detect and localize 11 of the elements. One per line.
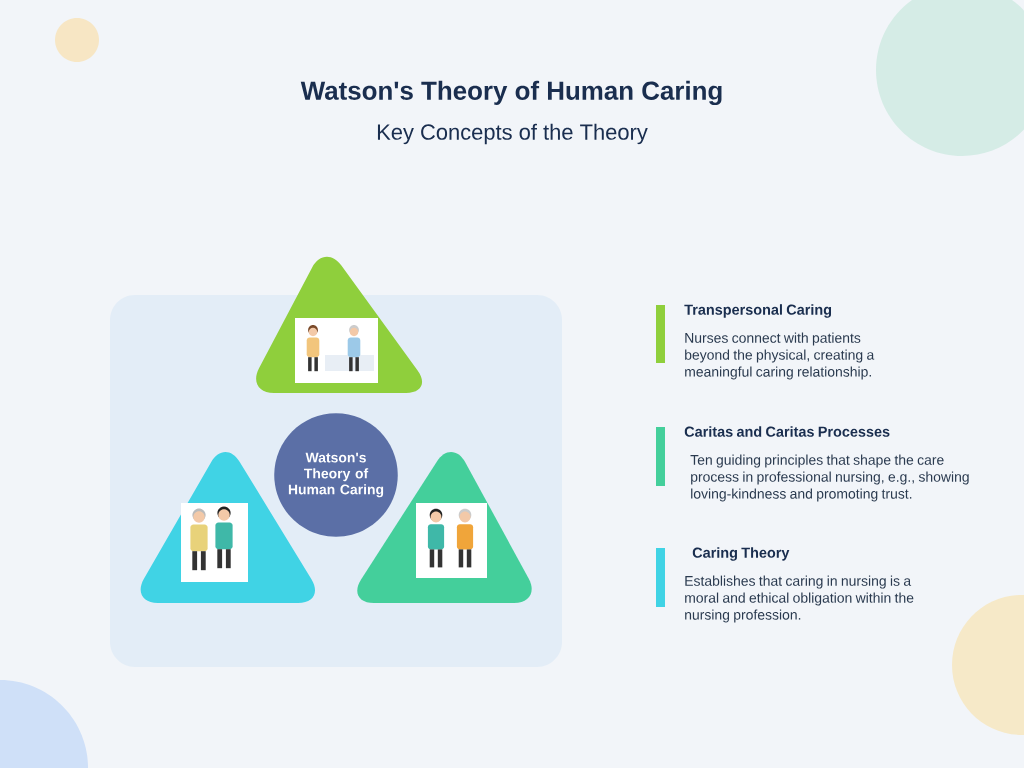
node-label: Caring Theory <box>692 547 790 561</box>
title: Watson's Theory of Human Caring <box>300 80 722 106</box>
subtitle: Key Concepts of the Theory <box>377 123 648 145</box>
concept-item: Transpersonal Caring Nurses connect with patients beyond the physical, creating a meaningful caring relationship. <box>656 304 875 380</box>
concept-item: Caritas and Caritas Processes Ten guiding principles that shape the care process in professional nursing, e.g., showing loving-kindness and promoting trust. <box>656 426 969 502</box>
node-label: Nurses connect with patients beyond the physical, creating a meaningful caring relationship. <box>685 332 875 380</box>
node-label: Caritas and Caritas Processes <box>684 426 890 437</box>
node-label: Ten guiding principles that shape the care process in professional nursing, e.g., showing loving-kindness and promoting trust. <box>690 454 969 502</box>
concept-item: Caring Theory Establishes that caring in nursing is a moral and ethical obligation within the nursing profession. <box>656 547 914 623</box>
node-label: Transpersonal Caring <box>684 304 832 318</box>
node-label: Establishes that caring in nursing is a moral and ethical obligation within the nursing profession. <box>685 575 914 623</box>
